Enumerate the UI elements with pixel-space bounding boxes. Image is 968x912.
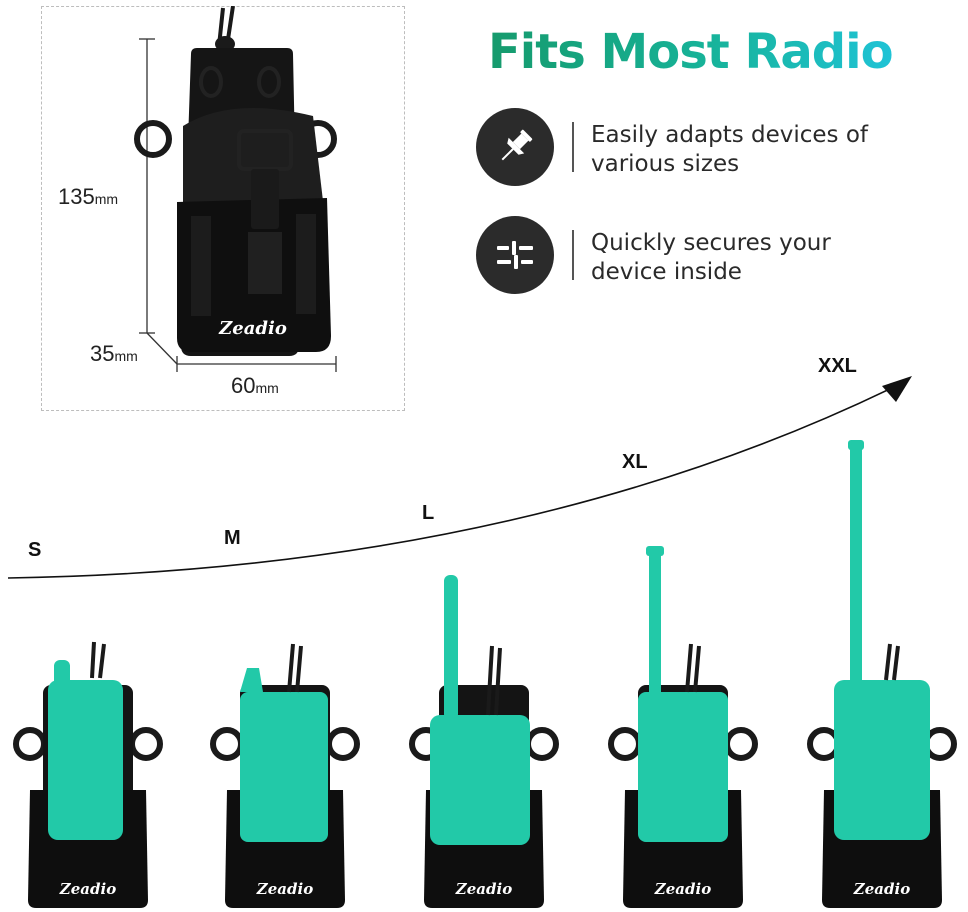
feature-divider [572,122,574,172]
headline: Fits Most Radio [488,24,894,80]
pouch-size-l [412,575,556,908]
pouch-radio-lineup: Zeadio [0,440,968,910]
size-label-xxl: XXL [818,355,857,377]
pouch-size-m [213,643,357,908]
depth-dimension: 35mm [90,341,138,366]
feature-text-secures: Quickly secures your device inside [591,230,831,285]
pouch-dimension-illustration: Zeadio [134,6,337,372]
size-growth-arrow [7,376,912,579]
size-label-m: M [224,527,241,549]
pushpin-icon [476,108,554,186]
brand-logo: Zeadio [218,318,287,339]
feature-text-adapts: Easily adapts devices of various sizes [591,122,869,177]
width-dimension: 60mm [231,373,279,398]
pouch-size-xl [611,546,755,908]
feature-divider [572,230,574,280]
size-label-xl: XL [622,451,648,473]
height-dimension: 135mm [58,184,119,209]
size-label-l: L [422,502,435,524]
size-label-s: S [28,539,42,561]
pouch-size-s [16,641,160,908]
sliders-icon [476,216,554,294]
pouch-size-xxl [810,440,954,908]
dimension-panel [41,6,405,411]
